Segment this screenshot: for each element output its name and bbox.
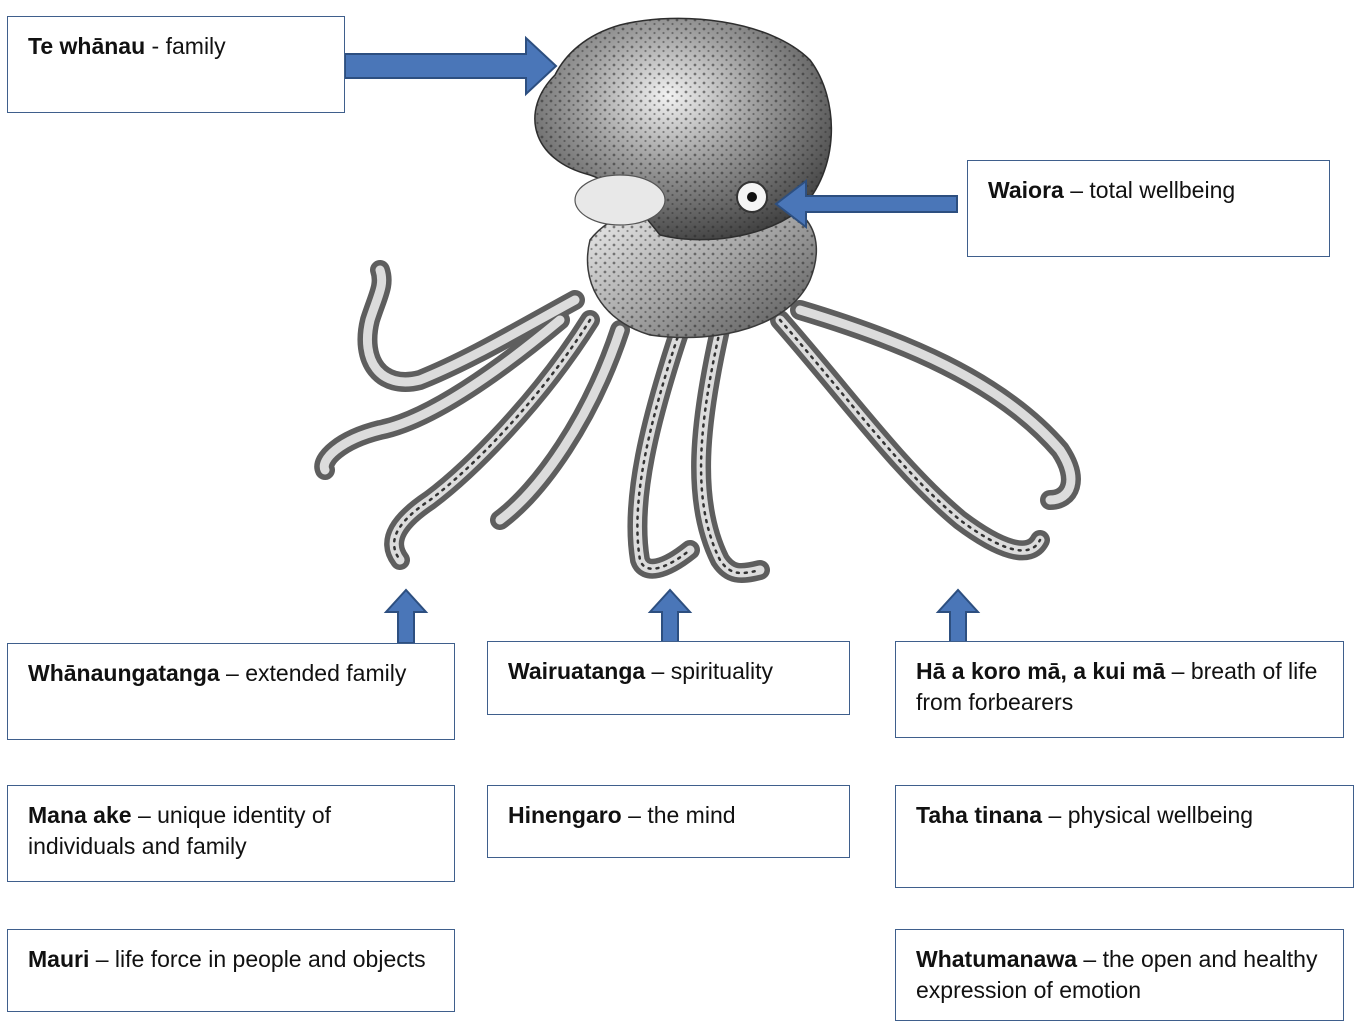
concept-term: Te whānau: [28, 33, 145, 59]
arrow-up-center: [650, 590, 690, 643]
concept-wairuatanga: Wairuatanga – spirituality: [487, 641, 850, 715]
concept-waiora: Waiora – total wellbeing: [967, 160, 1330, 257]
concept-taha-tinana: Taha tinana – physical wellbeing: [895, 785, 1354, 888]
concept-separator: –: [220, 660, 246, 686]
concept-separator: –: [1077, 946, 1103, 972]
arrow-up-left: [386, 590, 426, 643]
concept-term: Mauri: [28, 946, 89, 972]
concept-separator: –: [1064, 177, 1090, 203]
arrow-to-mantle: [345, 38, 556, 94]
concept-whatumanawa: Whatumanawa – the open and healthy expre…: [895, 929, 1344, 1021]
concept-separator: –: [645, 658, 671, 684]
concept-term: Hā a koro mā, a kui mā: [916, 658, 1165, 684]
concept-mana-ake: Mana ake – unique identity of individual…: [7, 785, 455, 882]
concept-term: Taha tinana: [916, 802, 1042, 828]
concept-term: Whānaungatanga: [28, 660, 220, 686]
concept-separator: –: [132, 802, 158, 828]
concept-whanaungatanga: Whānaungatanga – extended family: [7, 643, 455, 740]
arrow-to-eye: [776, 181, 957, 227]
concept-ha-a-koro: Hā a koro mā, a kui mā – breath of life …: [895, 641, 1344, 738]
concept-description: family: [166, 33, 226, 59]
concept-separator: –: [1165, 658, 1191, 684]
concept-description: the mind: [647, 802, 735, 828]
concept-separator: –: [1042, 802, 1068, 828]
concept-description: extended family: [245, 660, 406, 686]
concept-mauri: Mauri – life force in people and objects: [7, 929, 455, 1012]
concept-description: total wellbeing: [1089, 177, 1235, 203]
concept-term: Mana ake: [28, 802, 132, 828]
concept-te-whanau: Te whānau - family: [7, 16, 345, 113]
arrow-up-right: [938, 590, 978, 643]
concept-term: Waiora: [988, 177, 1064, 203]
concept-term: Hinengaro: [508, 802, 622, 828]
concept-term: Whatumanawa: [916, 946, 1077, 972]
concept-description: life force in people and objects: [115, 946, 426, 972]
concept-separator: -: [145, 33, 165, 59]
concept-term: Wairuatanga: [508, 658, 645, 684]
concept-description: spirituality: [671, 658, 773, 684]
octopus-body: [535, 18, 832, 337]
concept-separator: –: [622, 802, 648, 828]
concept-hinengaro: Hinengaro – the mind: [487, 785, 850, 858]
concept-description: physical wellbeing: [1068, 802, 1253, 828]
concept-separator: –: [89, 946, 115, 972]
